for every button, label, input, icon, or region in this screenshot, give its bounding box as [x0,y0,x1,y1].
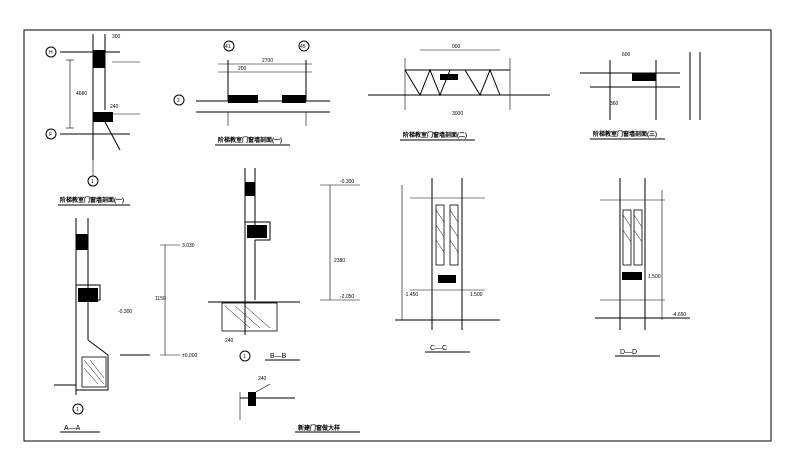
axis-label: 1 [76,407,79,413]
axis-label: 45 [300,44,306,50]
axis-bubble-1: 1 [72,403,84,415]
section-a-a: 3.030 ±0.000 -0.300 1150 [54,218,197,395]
section-title: D—D [620,349,637,356]
section-title: A—A [64,425,81,432]
axis-bubble-45: 45 [298,40,310,52]
dim-label: 240 [258,376,267,382]
detail-plan-4: 600 360 [580,52,701,120]
axis-bubble-f: F [45,128,57,140]
axis-bubble-41: 41 [223,40,235,52]
section-b-b: -0.300 -2.050 2380 240 [208,168,360,344]
detail-title: 阶梯教室门窗墙剖面(二) [403,131,467,139]
detail-title: 阶梯教室门窗墙剖面(三) [593,130,657,138]
dim-label: 3000 [452,111,463,117]
section-title: B—B [270,353,287,360]
dim-label: 2700 [262,58,273,64]
door-detail: 240 [239,376,295,420]
dim-label: 1.500 [470,292,483,298]
dim-label: 1150 [155,296,166,302]
axis-bubble-1: 1 [239,350,251,362]
dim-label: 360 [610,101,619,107]
detail-plan-2: 2700 200 [196,58,330,126]
axis-bubble-1: 1 [87,175,99,187]
axis-label: 1 [91,179,94,185]
dim-label: ±0.000 [182,353,197,359]
dim-label: -0.300 [118,309,132,315]
dim-label: 240 [225,338,234,344]
dim-label: 200 [238,66,247,72]
drawing-frame [23,29,772,442]
axis-label: F [49,132,52,138]
dim-label: 600 [622,52,631,58]
axis-label: 2 [177,98,180,104]
section-title: C—C [430,345,447,352]
axis-label: H [49,50,53,56]
axis-label: 41 [225,44,231,50]
axis-bubble-h: H [45,46,57,58]
dim-label: -1.450 [404,292,418,298]
dim-label: -4.650 [672,312,686,318]
axis-label: 1 [243,354,246,360]
dim-label: 300 [112,34,121,40]
dim-label: 2380 [334,258,345,264]
detail-title: 阶梯教室门窗墙剖面(一) [218,136,282,144]
detail-plan-3: 900 3000 [368,44,550,117]
section-d-d: -4.650 1.500 [595,178,690,330]
dim-label: 1.500 [648,274,661,280]
dim-label: -2.050 [340,294,354,300]
detail-title: 新建门窗做大样 [298,424,340,432]
axis-bubble-2: 2 [173,94,185,106]
dim-label: 900 [452,44,461,50]
section-c-c: -1.450 1.500 [395,178,500,330]
detail-title: 阶梯教室门窗墙剖面(一) [60,196,124,204]
dim-label: 3.030 [182,243,195,249]
dim-label: 240 [110,104,119,110]
dim-label: 4680 [76,91,87,97]
dim-label: -0.300 [340,179,354,185]
detail-plan-1: 4680 300 240 [60,34,140,176]
